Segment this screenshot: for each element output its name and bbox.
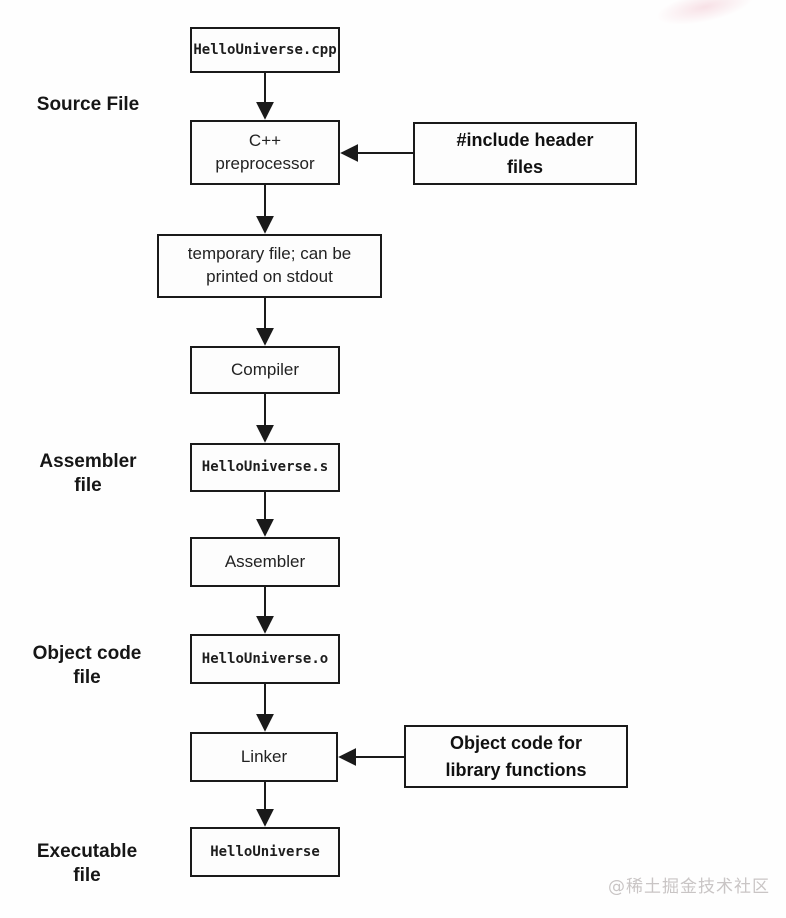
node-linker: Linker xyxy=(190,732,338,782)
node-object-file: HelloUniverse.o xyxy=(190,634,340,684)
label-assembler-file: Assembler file xyxy=(39,451,137,496)
node-assembler: Assembler xyxy=(190,537,340,587)
node-executable: HelloUniverse xyxy=(190,827,340,877)
node-temporary-file: temporary file; can be printed on stdout xyxy=(157,234,382,298)
watermark-text: @稀土掘金技术社区 xyxy=(608,877,770,897)
node-source-file: HelloUniverse.cpp xyxy=(190,27,340,73)
label-executable-file: Executable file xyxy=(36,841,138,886)
pink-smudge-artifact xyxy=(652,0,758,33)
node-cpp-preprocessor: C++ preprocessor xyxy=(190,120,340,185)
label-source-file: Source File xyxy=(36,94,140,115)
node-compiler: Compiler xyxy=(190,346,340,394)
label-object-code-file: Object code file xyxy=(32,643,142,688)
annotation-object-code-library: Object code for library functions xyxy=(404,725,628,788)
annotation-include-headers: #include header files xyxy=(413,122,637,185)
node-assembly-file: HelloUniverse.s xyxy=(190,443,340,492)
